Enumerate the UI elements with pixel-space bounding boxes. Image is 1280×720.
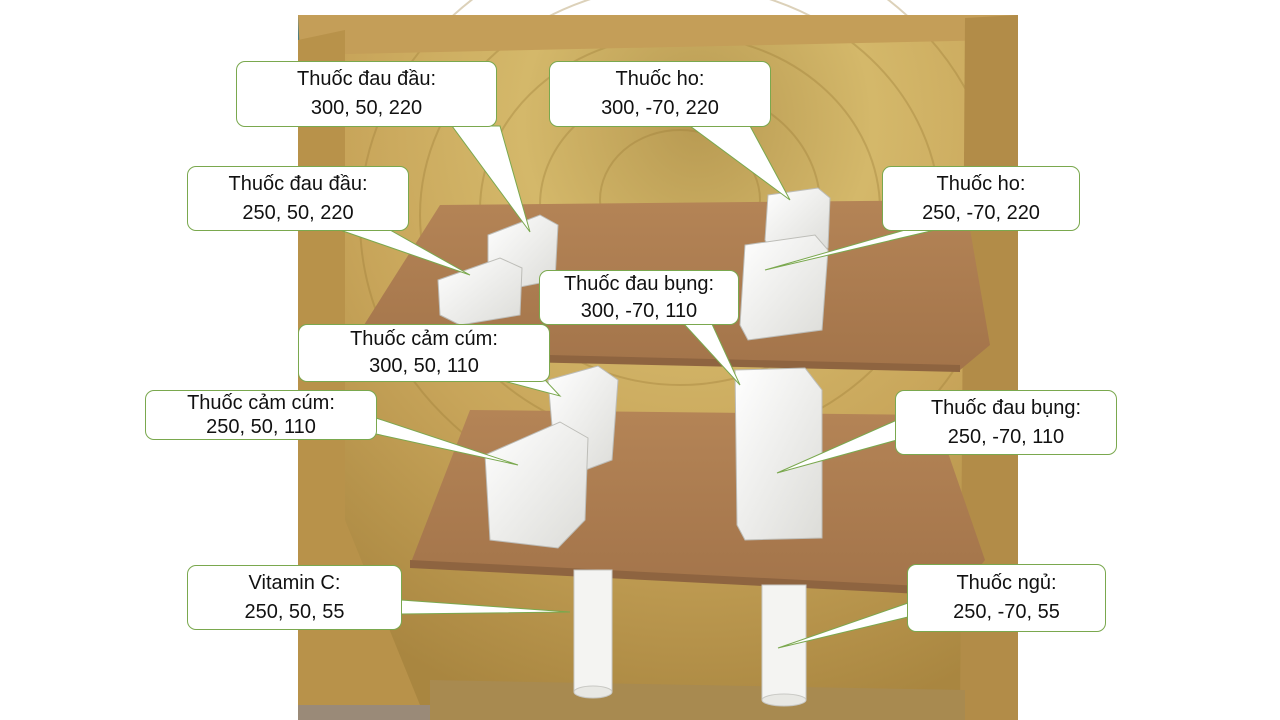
coordinates: 300, 50, 110 xyxy=(369,355,479,377)
callout-vitamin-c: Vitamin C: 250, 50, 55 xyxy=(187,565,402,630)
medicine-name: Vitamin C: xyxy=(248,571,341,594)
medicine-box xyxy=(484,421,589,549)
callout-headache-upper-right: Thuốc đau đầu: 300, 50, 220 xyxy=(236,61,497,127)
callout-headache-upper-left: Thuốc đau đầu: 250, 50, 220 xyxy=(187,166,409,231)
coordinates: 250, 50, 110 xyxy=(206,416,316,438)
coordinates: 250, 50, 220 xyxy=(242,201,354,224)
coordinates: 300, -70, 220 xyxy=(601,97,719,119)
medicine-box xyxy=(437,257,523,326)
coordinates: 300, 50, 220 xyxy=(310,97,423,119)
coordinates: 250, -70, 110 xyxy=(947,425,1065,448)
coordinates: 250, -70, 220 xyxy=(922,201,1040,224)
medicine-name: Thuốc ho: xyxy=(615,68,705,90)
medicine-name: Thuốc đau bụng: xyxy=(563,272,715,295)
medicine-name: Thuốc cảm cúm: xyxy=(187,392,335,414)
medicine-name: Thuốc đau đầu: xyxy=(228,172,368,195)
medicine-name: Thuốc đau đầu: xyxy=(297,68,436,90)
medicine-name: Thuốc đau bụng: xyxy=(930,396,1082,419)
callout-stomach-middle-left: Thuốc đau bụng: 250, -70, 110 xyxy=(895,390,1117,455)
coordinates: 300, -70, 110 xyxy=(580,299,698,322)
bottom-base xyxy=(430,680,965,720)
shelf-top xyxy=(298,15,1018,55)
callout-stomach-middle-right: Thuốc đau bụng: 300, -70, 110 xyxy=(539,270,739,325)
coordinates: 250, -70, 55 xyxy=(953,601,1060,623)
cylinder-sleeping-pill xyxy=(761,584,807,707)
medicine-name: Thuốc ngủ: xyxy=(956,572,1057,594)
medicine-name: Thuốc ho: xyxy=(936,172,1026,195)
callout-flu-middle-left: Thuốc cảm cúm: 250, 50, 110 xyxy=(145,390,377,440)
callout-pointers xyxy=(339,125,936,649)
callout-cough-upper-left: Thuốc ho: 250, -70, 220 xyxy=(882,166,1080,231)
callout-sleeping-pill: Thuốc ngủ: 250, -70, 55 xyxy=(907,564,1106,632)
callout-flu-middle-right: Thuốc cảm cúm: 300, 50, 110 xyxy=(298,324,550,382)
cylinder-vitamin-c xyxy=(573,569,613,699)
medicine-box xyxy=(734,367,823,541)
medicine-box xyxy=(739,234,829,341)
coordinates: 250, 50, 55 xyxy=(244,600,345,623)
callout-cough-upper-right: Thuốc ho: 300, -70, 220 xyxy=(549,61,771,127)
medicine-name: Thuốc cảm cúm: xyxy=(350,328,498,350)
middle-shelf-edge xyxy=(410,560,960,596)
